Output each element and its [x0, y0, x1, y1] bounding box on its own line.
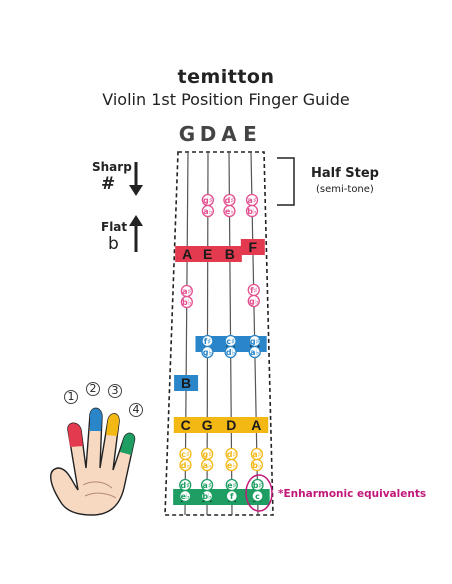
enharmonic-flat-label: b♭: [182, 298, 192, 307]
enharmonic-bubble-bottom: [180, 295, 193, 309]
enharmonic-flat-label: a♭: [203, 461, 212, 470]
half-step-title: Half Step: [311, 166, 379, 181]
sharp-down-arrow: [129, 162, 143, 196]
note-label: B: [181, 375, 191, 391]
enharmonic-sharp-label: c♯: [181, 450, 190, 459]
enharmonic-bubble-bottom: [201, 204, 215, 218]
note-bar-red: [240, 239, 265, 255]
enharmonic-flat-label: d♭: [226, 348, 236, 357]
enharmonic-sharp-label: a♯: [252, 450, 261, 459]
enharmonic-bubble-bottom: [179, 458, 192, 472]
note-label: A: [251, 417, 261, 433]
finger-tip-1: [67, 423, 83, 447]
enharmonic-flat-label: e♭: [227, 461, 236, 470]
enharmonic-sharp-label: d♯: [227, 450, 237, 459]
enharmonic-sharp-label: g♯: [202, 450, 212, 459]
enharmonic-flat-label: e♭: [181, 492, 190, 501]
enharmonic-sharp-label: g♯: [203, 196, 213, 205]
enharmonic-sharp-label: g♯: [250, 337, 260, 346]
note-label: D: [226, 417, 236, 433]
string-label-g: G: [178, 122, 196, 146]
flat-label: Flat: [101, 220, 128, 234]
enharmonic-bubble-bottom: [179, 489, 192, 503]
enharmonic-bubble-bottom: [251, 489, 264, 503]
enharmonic-flat-label: b♭: [252, 461, 262, 470]
enharmonic-bubble-bottom: [201, 345, 214, 359]
flat-up-arrow: [129, 215, 143, 252]
enharmonic-bubble-bottom: [223, 204, 236, 218]
enharmonic-sharp-label: b♯: [253, 481, 263, 490]
note-label: A: [182, 246, 192, 262]
enharmonic-flat-label: b♭: [247, 207, 257, 216]
enharmonic-flat-label: d♭: [181, 461, 191, 470]
fingerboard-outline: [164, 151, 274, 516]
note-bar-yellow: [173, 417, 269, 433]
guide-subtitle: Violin 1st Position Finger Guide: [102, 90, 350, 109]
note-bar-red: [175, 246, 242, 262]
note-label: C: [181, 417, 191, 433]
enharmonic-sharp-label: e♯: [227, 481, 236, 490]
enharmonic-flat-label: f: [230, 492, 234, 501]
note-label: G: [202, 417, 213, 433]
enharmonic-note: *Enharmonic equivalents: [278, 488, 427, 500]
enharmonic-flat-label: e♭: [225, 207, 234, 216]
string-label-a: A: [221, 122, 237, 146]
enharmonic-bubble-bottom: [201, 458, 214, 472]
half-step-subtitle: (semi-tone): [316, 184, 374, 195]
note-label: F: [249, 239, 258, 255]
finger-tip-2: [90, 408, 102, 431]
enharmonic-sharp-label: d♯: [180, 481, 190, 490]
enharmonic-sharp-label: a♯: [202, 481, 211, 490]
enharmonic-sharp-label: c♯: [226, 337, 235, 346]
enharmonic-sharp-label: f♯: [250, 286, 257, 295]
enharmonic-flat-label: c: [255, 492, 260, 501]
enharmonic-bubble-bottom: [225, 489, 238, 503]
note-label: B: [225, 246, 235, 262]
enharmonic-flat-label: a♭: [203, 207, 212, 216]
sharp-label: Sharp: [92, 160, 132, 174]
enharmonic-bubble-bottom: [248, 345, 261, 359]
finger-number-3: 3: [108, 384, 122, 398]
brand-title: temitton: [177, 66, 275, 88]
finger-tip-4: [120, 433, 135, 455]
enharmonic-bubble-bottom: [200, 489, 214, 503]
flat-symbol: b: [108, 234, 119, 254]
finger-number-4: 4: [129, 403, 143, 417]
enharmonic-sharp-label: a♯: [182, 287, 191, 296]
enharmonic-bubble-bottom: [245, 204, 259, 218]
hand-icon: [50, 407, 136, 516]
half-step-bracket: [277, 157, 295, 206]
enharmonic-sharp-label: d♯: [225, 196, 235, 205]
enharmonic-bubble-bottom: [224, 345, 237, 359]
enharmonic-flat-label: g♭: [203, 348, 213, 357]
enharmonic-sharp-label: a♯: [247, 196, 256, 205]
enharmonic-bubble-bottom: [250, 458, 264, 472]
finger-tip-3: [106, 413, 120, 436]
enharmonic-bubble-bottom: [225, 458, 238, 472]
finger-number-2: 2: [86, 382, 100, 396]
note-bar-blue: [174, 375, 199, 391]
enharmonic-flat-label: g♭: [249, 297, 259, 306]
enharmonic-highlight-circle: [245, 474, 273, 512]
enharmonic-flat-label: b♭: [202, 492, 212, 501]
enharmonic-sharp-label: f♯: [204, 337, 211, 346]
string-label-d: D: [199, 122, 217, 146]
sharp-symbol: #: [101, 174, 116, 194]
enharmonic-flat-label: a♭: [250, 348, 259, 357]
note-label: E: [203, 246, 212, 262]
enharmonic-bubble-bottom: [247, 294, 260, 308]
string-label-e: E: [243, 122, 257, 146]
finger-number-1: 1: [64, 390, 78, 404]
